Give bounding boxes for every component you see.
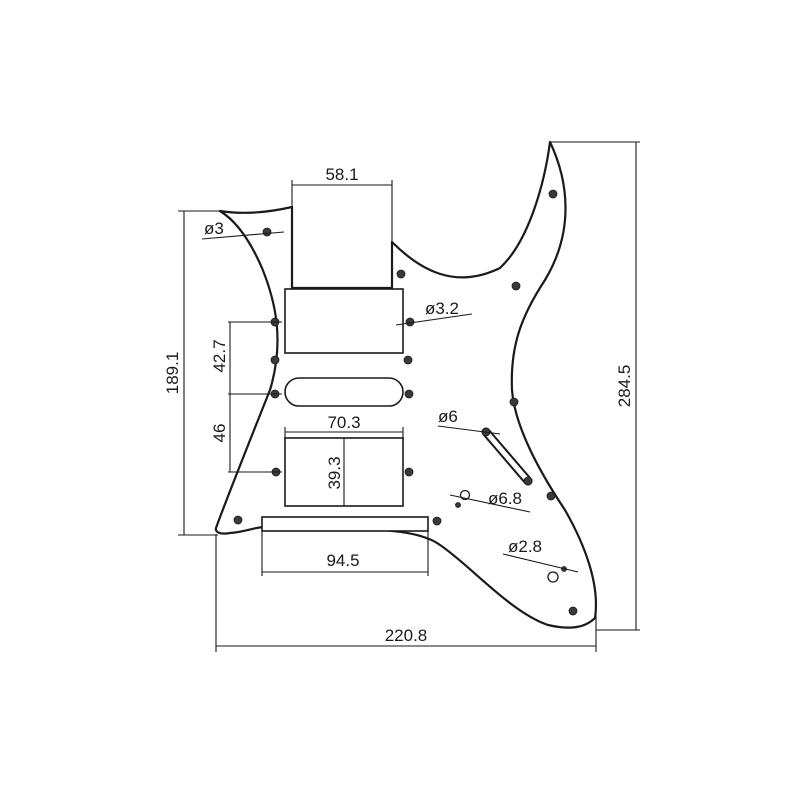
leader-line xyxy=(201,231,285,240)
dimension-46 xyxy=(228,394,282,473)
label-220-8: 220.8 xyxy=(385,626,428,645)
label-hole-6-8: ø6.8 xyxy=(488,489,522,508)
label-284-5: 284.5 xyxy=(615,365,634,408)
tremolo-cavity xyxy=(261,516,429,532)
leader-line xyxy=(437,425,501,435)
label-39-3: 39.3 xyxy=(325,456,344,489)
label-hole-6: ø6 xyxy=(438,407,458,426)
screw-hole xyxy=(548,189,558,199)
screw-hole xyxy=(455,502,461,508)
screw-holes xyxy=(233,189,578,616)
label-hole-3: ø3 xyxy=(204,219,224,238)
label-hole-2-8: ø2.8 xyxy=(508,537,542,556)
dimension-189-1 xyxy=(178,210,222,536)
screw-hole xyxy=(432,516,442,526)
screw-hole xyxy=(396,269,406,279)
label-42-7: 42.7 xyxy=(210,339,229,372)
dimension-94-5 xyxy=(261,531,429,576)
leader-line xyxy=(449,494,531,513)
label-94-5: 94.5 xyxy=(326,551,359,570)
label-58-1: 58.1 xyxy=(325,165,358,184)
screw-hole xyxy=(270,355,280,365)
label-hole-3-2: ø3.2 xyxy=(425,299,459,318)
screw-hole xyxy=(233,515,243,525)
neck-pickup-cutout xyxy=(284,288,404,354)
screw-hole xyxy=(404,389,414,399)
screw-hole xyxy=(511,281,521,291)
label-46: 46 xyxy=(210,424,229,443)
switch-slot xyxy=(481,427,533,486)
screw-hole xyxy=(262,227,272,237)
jack-hole xyxy=(547,571,559,583)
dimension-70-3 xyxy=(284,427,404,438)
leader-line xyxy=(502,553,579,573)
leader-line xyxy=(395,313,473,326)
dimension-42-7 xyxy=(228,321,282,395)
screw-hole xyxy=(404,467,414,477)
screw-hole xyxy=(568,606,578,616)
dimension-284-5 xyxy=(550,141,640,631)
screw-hole xyxy=(405,317,415,327)
screw-hole xyxy=(546,491,556,501)
dimension-58-1 xyxy=(291,180,393,242)
screw-hole xyxy=(509,397,519,407)
label-189-1: 189.1 xyxy=(163,352,182,395)
screw-hole xyxy=(403,355,413,365)
dimension-220-8 xyxy=(215,534,597,652)
label-70-3: 70.3 xyxy=(327,413,360,432)
middle-pickup-cutout xyxy=(284,377,404,407)
